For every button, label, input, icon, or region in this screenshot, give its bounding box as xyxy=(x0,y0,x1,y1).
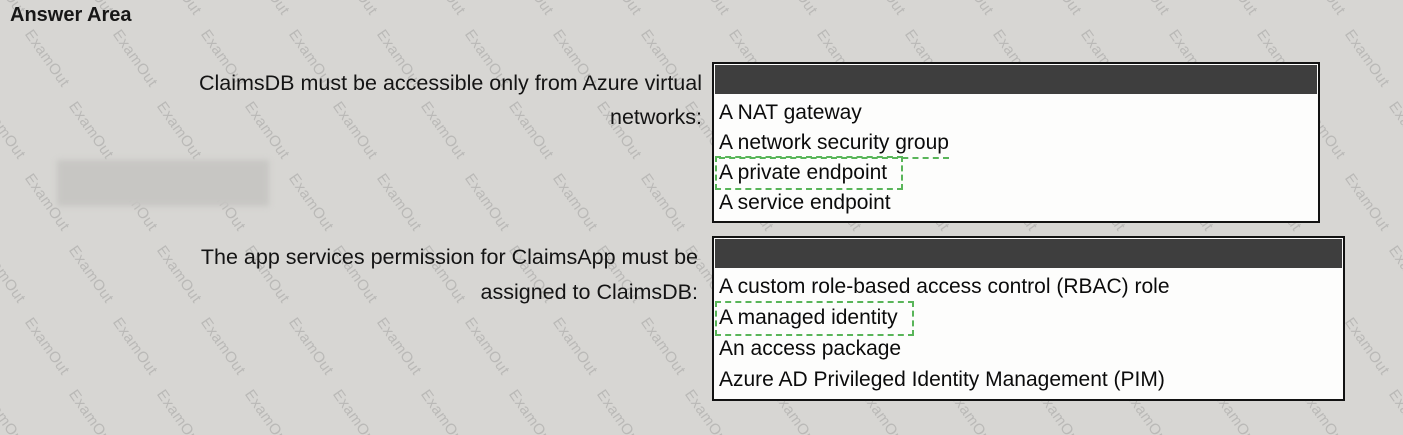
watermark-text: ExamOut xyxy=(285,170,337,235)
watermark-text: ExamOut xyxy=(329,0,381,18)
watermark-text: ExamOut xyxy=(637,314,689,379)
option-label: A private endpoint xyxy=(714,156,904,190)
question-1-options-list: A NAT gateway A network security group A… xyxy=(714,95,1318,221)
watermark-text: ExamOut xyxy=(549,170,601,235)
watermark-text: ExamOut xyxy=(1341,170,1393,235)
watermark-text: ExamOut xyxy=(21,314,73,379)
watermark-text: ExamOut xyxy=(1297,0,1349,18)
question-1-prompt-line-2: networks: xyxy=(609,105,702,129)
option-label: A NAT gateway xyxy=(719,101,862,124)
watermark-text: ExamOut xyxy=(1341,314,1393,379)
option-access-package[interactable]: An access package xyxy=(714,334,1343,365)
watermark-text: ExamOut xyxy=(417,386,469,435)
question-2-dropdown: A custom role-based access control (RBAC… xyxy=(712,236,1345,401)
watermark-text: ExamOut xyxy=(241,0,293,18)
watermark-text: ExamOut xyxy=(241,386,293,435)
option-label: A managed identity xyxy=(715,301,914,336)
option-service-endpoint[interactable]: A service endpoint xyxy=(714,188,1318,218)
option-private-endpoint[interactable]: A private endpoint xyxy=(714,156,1318,190)
watermark-text: ExamOut xyxy=(373,170,425,235)
question-1-prompt: ClaimsDB must be accessible only from Az… xyxy=(0,66,702,134)
question-1-dropdown-selected-bar[interactable] xyxy=(715,65,1317,94)
watermark-text: ExamOut xyxy=(505,0,557,18)
watermark-text: ExamOut xyxy=(197,314,249,379)
watermark-text: ExamOut xyxy=(1033,0,1085,18)
watermark-text: ExamOut xyxy=(1385,98,1403,163)
watermark-text: ExamOut xyxy=(1121,0,1173,18)
watermark-text: ExamOut xyxy=(1209,0,1261,18)
option-managed-identity[interactable]: A managed identity xyxy=(714,301,1343,336)
watermark-text: ExamOut xyxy=(857,0,909,18)
option-label: Azure AD Privileged Identity Management … xyxy=(719,368,1165,391)
watermark-text: ExamOut xyxy=(461,314,513,379)
question-2-dropdown-selected-bar[interactable] xyxy=(715,239,1342,268)
watermark-text: ExamOut xyxy=(637,170,689,235)
watermark-text: ExamOut xyxy=(329,386,381,435)
watermark-text: ExamOut xyxy=(0,386,29,435)
question-2-prompt-line-1: The app services permission for ClaimsAp… xyxy=(200,245,698,269)
watermark-text: ExamOut xyxy=(153,0,205,18)
watermark-text: ExamOut xyxy=(769,0,821,18)
option-label: An access package xyxy=(719,337,902,360)
background-smudge xyxy=(57,160,269,206)
watermark-text: ExamOut xyxy=(1385,0,1403,18)
question-1-dropdown: A NAT gateway A network security group A… xyxy=(712,62,1320,223)
watermark-text: ExamOut xyxy=(593,0,645,18)
watermark-text: ExamOut xyxy=(153,386,205,435)
watermark-text: ExamOut xyxy=(945,0,997,18)
watermark-text: ExamOut xyxy=(1385,242,1403,307)
option-custom-rbac-role[interactable]: A custom role-based access control (RBAC… xyxy=(714,272,1343,303)
question-2-prompt: The app services permission for ClaimsAp… xyxy=(0,240,698,310)
option-label: A network security group xyxy=(719,128,949,159)
watermark-text: ExamOut xyxy=(593,386,645,435)
watermark-text: ExamOut xyxy=(373,314,425,379)
watermark-text: ExamOut xyxy=(681,0,733,18)
option-nat-gateway[interactable]: A NAT gateway xyxy=(714,98,1318,128)
option-network-security-group[interactable]: A network security group xyxy=(714,128,1318,159)
watermark-text: ExamOut xyxy=(461,170,513,235)
watermark-text: ExamOut xyxy=(549,314,601,379)
option-azure-ad-pim[interactable]: Azure AD Privileged Identity Management … xyxy=(714,365,1343,396)
watermark-text: ExamOut xyxy=(285,314,337,379)
watermark-text: ExamOut xyxy=(1385,386,1403,435)
option-label: A service endpoint xyxy=(719,191,891,214)
watermark-text: ExamOut xyxy=(109,314,161,379)
question-1-prompt-line-1: ClaimsDB must be accessible only from Az… xyxy=(198,71,702,95)
watermark-text: ExamOut xyxy=(1341,26,1393,91)
watermark-text: ExamOut xyxy=(505,386,557,435)
watermark-text: ExamOut xyxy=(417,0,469,18)
question-2-options-list: A custom role-based access control (RBAC… xyxy=(714,269,1343,399)
page-title: Answer Area xyxy=(10,4,132,26)
option-label: A custom role-based access control (RBAC… xyxy=(719,275,1170,298)
question-2-prompt-line-2: assigned to ClaimsDB: xyxy=(480,280,698,304)
watermark-text: ExamOut xyxy=(65,386,117,435)
